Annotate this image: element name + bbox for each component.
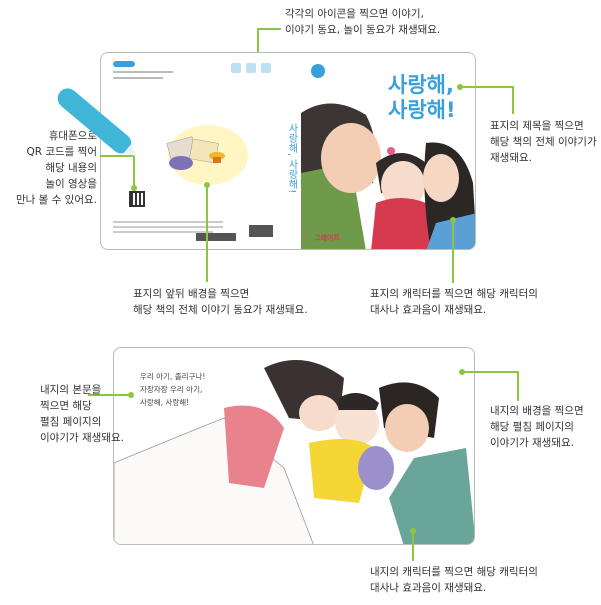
connector-dot: [131, 185, 137, 191]
connector-line: [452, 220, 454, 283]
callout-page-text: 내지의 본문을 찍으면 해당 펼침 페이지의 이야기가 재생돼요.: [40, 384, 124, 444]
connector-dot: [450, 217, 456, 223]
book-cover[interactable]: 사랑해, 사랑해! 사랑해, 사랑해! 그레이트: [100, 52, 476, 250]
inner-page-illustration: [114, 360, 474, 544]
callout-title: 표지의 제목을 찍으면 해당 책의 전체 이야기가 재생돼요.: [490, 120, 597, 164]
connector-line: [412, 531, 414, 561]
connector-dot: [204, 182, 210, 188]
connector-dot: [410, 528, 416, 534]
connector-line: [206, 185, 208, 282]
book-inner-page[interactable]: 우리 아기, 졸리구나! 자장자장 우리 아기, 사랑해, 사랑해!: [113, 347, 475, 545]
connector-line: [462, 371, 518, 373]
connector-line: [257, 28, 281, 30]
callout-icons: 각각의 아이콘을 찍으면 이야기, 이야기 동요, 놀이 동요가 재생돼요.: [285, 8, 441, 36]
callout-page-char: 내지의 캐릭터를 찍으면 해당 캐릭터의 대사나 효과음이 재생돼요.: [370, 566, 538, 594]
callout-cover-bg: 표지의 앞뒤 배경을 찍으면 해당 책의 전체 이야기 동요가 재생돼요.: [133, 288, 308, 316]
callout-cover-char: 표지의 캐릭터를 찍으면 해당 캐릭터의 대사나 효과음이 재생돼요.: [370, 288, 538, 316]
callout-qr: 휴대폰으로 QR 코드를 찍어 해당 내용의 놀이 영상을 만나 볼 수 있어요…: [16, 130, 97, 206]
cover-illustration: [113, 53, 475, 249]
connector-line: [512, 86, 514, 114]
qr-code[interactable]: [129, 191, 145, 207]
connector-line: [460, 86, 513, 88]
publisher-logo: 그레이트: [314, 234, 340, 242]
connector-line: [517, 371, 519, 401]
page-text[interactable]: 우리 아기, 졸리구나! 자장자장 우리 아기, 사랑해, 사랑해!: [140, 372, 206, 407]
callout-page-bg: 내지의 배경을 찍으면 해당 펼침 페이지의 이야기가 재생돼요.: [490, 405, 584, 449]
connector-line: [88, 394, 131, 396]
connector-line: [100, 155, 134, 157]
connector-line: [257, 28, 259, 58]
connector-dot: [457, 84, 463, 90]
connector-dot: [128, 392, 134, 398]
connector-line: [133, 155, 135, 188]
connector-dot: [459, 369, 465, 375]
spine-title: 사랑해, 사랑해!: [286, 123, 297, 194]
cover-title[interactable]: 사랑해, 사랑해!: [388, 73, 456, 122]
